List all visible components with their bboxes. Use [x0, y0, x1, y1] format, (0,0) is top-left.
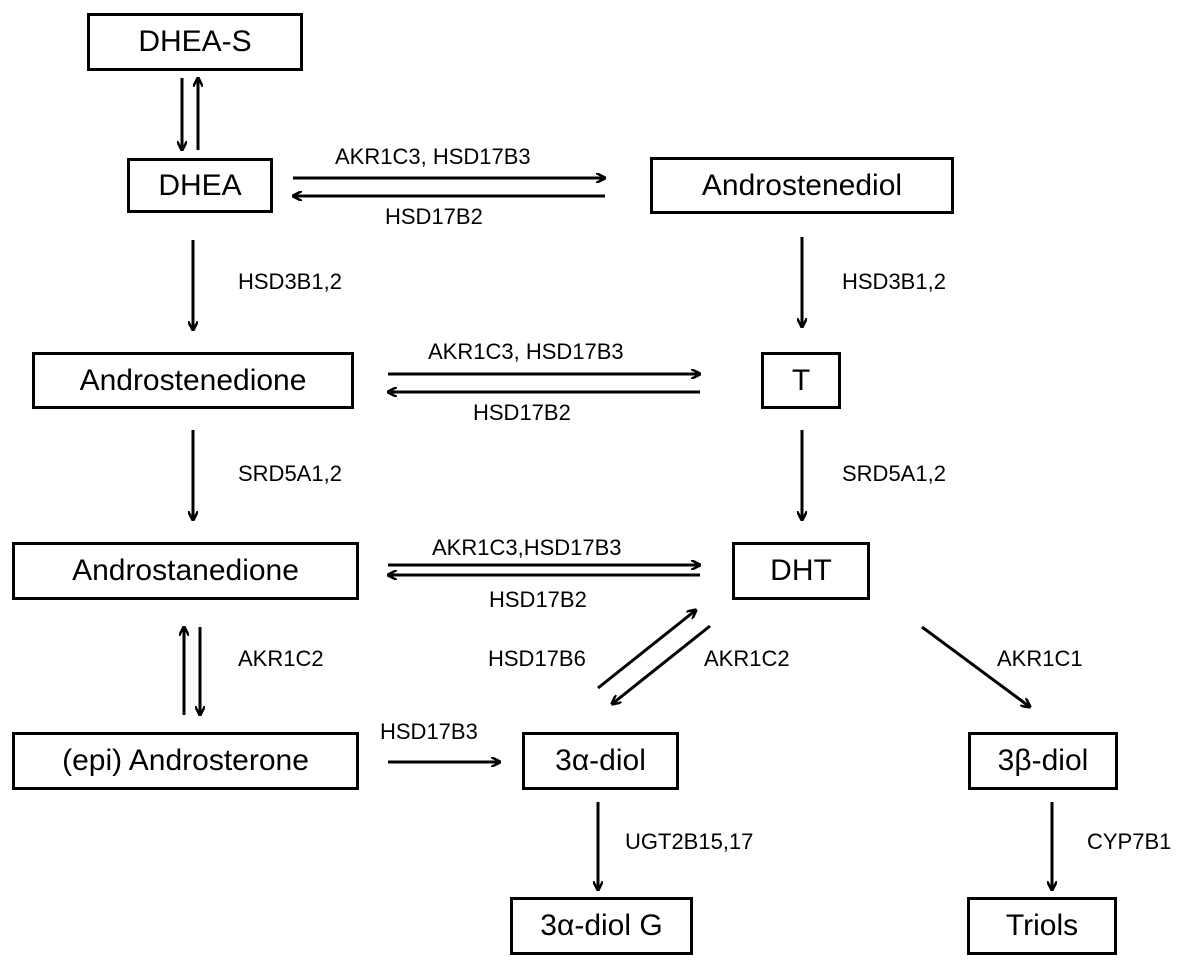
node-epi-androsterone: (epi) Androsterone	[12, 732, 359, 790]
node-androstanedione: Androstanedione	[12, 542, 359, 600]
node-t: T	[761, 352, 841, 409]
label-diol3a-to-g: UGT2B15,17	[625, 829, 754, 854]
arrow-dht-to-diol3b	[921, 625, 1030, 707]
node-3b-diol: 3β-diol	[968, 732, 1118, 790]
label-t-to-androstenedione: HSD17B2	[473, 400, 571, 425]
label-t-to-dht: SRD5A1,2	[842, 461, 946, 486]
arrow-dht-to-diol3a	[612, 624, 711, 704]
node-triols: Triols	[967, 897, 1117, 955]
label-dht-to-diol3b: AKR1C1	[997, 646, 1083, 671]
node-dhea: DHEA	[127, 158, 273, 213]
label-androstanedione-androsterone: AKR1C2	[238, 646, 324, 671]
node-3a-diol: 3α-diol	[522, 732, 679, 790]
node-dht: DHT	[732, 542, 870, 600]
label-diol3b-to-triols: CYP7B1	[1087, 829, 1172, 854]
label-dhea-to-androstenediol: AKR1C3, HSD17B3	[335, 144, 531, 169]
node-dhea-s: DHEA-S	[87, 13, 303, 71]
label-androstenedione-to-androstanedione: SRD5A1,2	[238, 461, 342, 486]
node-3a-diol-g: 3α-diol G	[510, 897, 693, 955]
label-diol3a-to-dht: HSD17B6	[488, 646, 586, 671]
label-androstenediol-to-t: HSD3B1,2	[842, 269, 946, 294]
label-dht-to-diol3a: AKR1C2	[704, 646, 790, 671]
node-androstenediol: Androstenediol	[650, 157, 954, 214]
label-dhea-to-androstenedione: HSD3B1,2	[238, 269, 342, 294]
label-androstanedione-to-dht: AKR1C3,HSD17B3	[432, 535, 622, 560]
label-androsterone-to-diol3a: HSD17B3	[380, 719, 478, 744]
label-dht-to-androstanedione: HSD17B2	[489, 587, 587, 612]
label-androstenedione-to-t: AKR1C3, HSD17B3	[428, 339, 624, 364]
arrow-diol3a-to-dht	[597, 610, 696, 690]
node-androstenedione: Androstenedione	[32, 352, 354, 409]
label-androstenediol-to-dhea: HSD17B2	[385, 204, 483, 229]
